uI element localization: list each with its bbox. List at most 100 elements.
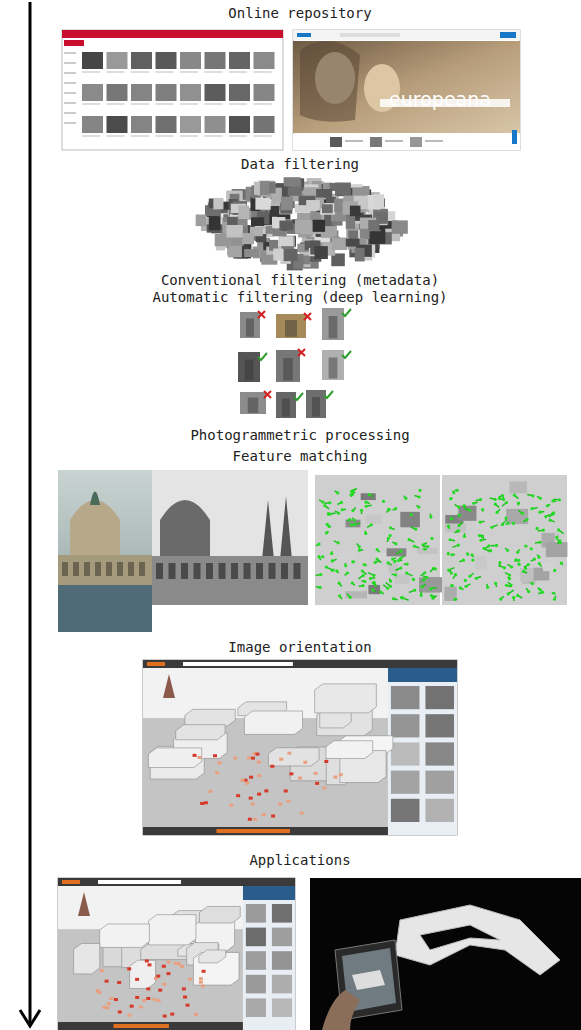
camera-marker <box>298 777 302 780</box>
feature-match <box>554 570 556 572</box>
feature-point <box>507 522 510 525</box>
photo-thumb <box>246 951 266 970</box>
feature-photo <box>315 475 440 605</box>
feature-point <box>558 498 561 501</box>
header-bar <box>62 30 283 38</box>
collage-photo <box>368 220 379 230</box>
camera-marker <box>145 959 149 962</box>
feature-point <box>516 551 519 554</box>
application-screenshot <box>58 878 295 1030</box>
feature-match <box>515 559 517 561</box>
building <box>520 568 534 582</box>
feature-matching-images <box>58 470 567 632</box>
feature-point <box>364 532 367 535</box>
feature-point <box>327 512 330 515</box>
photo-thumb <box>131 116 152 133</box>
camera-marker <box>199 977 203 980</box>
building <box>423 577 443 592</box>
feature-match <box>350 524 352 526</box>
building <box>475 556 487 570</box>
feature-point <box>394 542 397 545</box>
camera-marker <box>158 989 162 992</box>
feature-point <box>351 560 354 563</box>
camera-marker <box>315 782 319 785</box>
camera-marker <box>167 961 171 964</box>
camera-marker <box>142 999 146 1002</box>
thumbnail <box>276 392 296 418</box>
building-block <box>315 684 377 713</box>
feature-point <box>553 569 556 572</box>
photo-thumb <box>425 714 454 737</box>
camera-marker <box>322 786 326 789</box>
feature-point <box>517 502 520 505</box>
feature-point <box>346 571 349 574</box>
photo-thumb <box>246 904 266 923</box>
feature-point <box>325 531 328 534</box>
pavilion <box>160 500 210 560</box>
camera-marker <box>264 789 268 792</box>
thumbnail-subject <box>248 398 258 413</box>
footer-thumb <box>330 137 342 147</box>
caption-line <box>107 103 125 105</box>
sky <box>143 668 388 718</box>
accept-mark <box>258 353 267 360</box>
feature-point <box>405 571 408 574</box>
feature-point <box>508 577 511 580</box>
feature-point <box>379 590 382 593</box>
feature-point <box>456 489 459 492</box>
camera-marker <box>152 998 156 1001</box>
feature-point <box>412 578 415 581</box>
photo-thumb <box>82 52 103 69</box>
photo-thumb <box>229 84 250 101</box>
camera-marker <box>215 771 219 774</box>
camera-marker <box>249 797 253 800</box>
camera-marker <box>135 978 139 981</box>
photo-thumb <box>205 52 226 69</box>
feature-point <box>471 558 474 561</box>
camera-marker <box>174 962 178 965</box>
building-block <box>268 748 319 766</box>
feature-point <box>450 571 453 574</box>
building-block <box>199 906 240 922</box>
feature-point <box>449 497 452 500</box>
feature-point <box>466 552 469 555</box>
camera-marker <box>339 773 343 776</box>
photo-thumb <box>205 84 226 101</box>
building <box>506 509 528 524</box>
dome <box>90 492 100 506</box>
feature-point <box>501 523 504 526</box>
feature-point <box>351 509 354 512</box>
arch <box>73 562 79 576</box>
feature-point <box>504 517 507 520</box>
arch <box>95 562 101 576</box>
camera-marker <box>156 975 160 978</box>
feature-point <box>389 585 392 588</box>
caption-line <box>229 71 247 73</box>
feature-point <box>389 579 392 582</box>
camera-marker <box>271 814 275 817</box>
camera-marker <box>236 794 240 797</box>
feature-point <box>328 501 331 504</box>
feature-point <box>420 594 423 597</box>
feature-point <box>420 585 423 588</box>
collage-photo <box>313 220 325 232</box>
feature-point <box>475 577 478 580</box>
camera-marker <box>170 1013 174 1016</box>
feature-point <box>472 502 475 505</box>
feature-point <box>338 594 341 597</box>
feature-point <box>387 561 390 564</box>
feature-point <box>340 501 343 504</box>
caption-line <box>107 71 125 73</box>
collage-photo <box>196 215 206 227</box>
camera-marker <box>100 969 104 972</box>
caption-line <box>131 103 149 105</box>
camera-marker <box>127 967 131 970</box>
feature-point <box>498 497 501 500</box>
camera-marker <box>257 793 261 796</box>
footer-thumb <box>410 137 422 147</box>
hair <box>300 41 360 122</box>
caption-line <box>107 135 125 137</box>
feature-point <box>423 578 426 581</box>
feature-point <box>426 545 429 548</box>
feature-point <box>512 522 515 525</box>
